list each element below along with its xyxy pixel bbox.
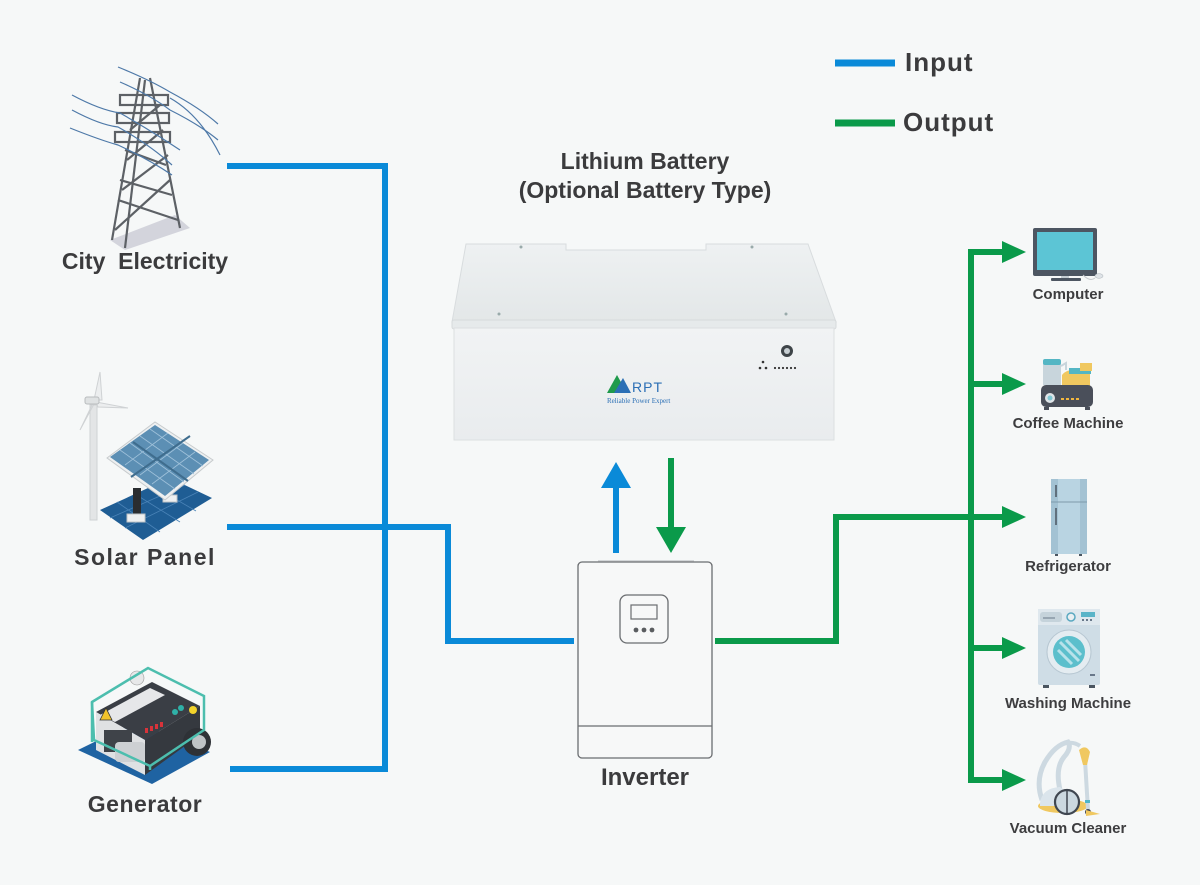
legend-input-label: Input <box>905 47 974 77</box>
washing-machine-icon <box>1038 609 1100 688</box>
arrow-fridge-icon <box>1002 506 1026 528</box>
battery-title-line2: (Optional Battery Type) <box>518 177 772 203</box>
inverter-output-line <box>715 514 1005 644</box>
city-input-line <box>227 163 388 772</box>
solar-panel-wind-turbine-icon <box>79 371 214 540</box>
battery-title: Lithium Battery (Optional Battery Type) <box>505 147 785 205</box>
lithium-battery[interactable]: RPT Reliable Power Expert <box>451 243 837 441</box>
battery-front <box>453 327 835 441</box>
inverter-unit[interactable] <box>577 560 713 759</box>
generator-icon <box>78 666 211 784</box>
rpt-logo-icon <box>607 375 631 393</box>
refrigerator-icon <box>1051 479 1087 556</box>
load-label-computer: Computer <box>1032 286 1104 303</box>
source-label-solar-panel: Solar Panel <box>74 544 216 570</box>
transmission-tower-icon <box>69 66 221 250</box>
solar-input-line <box>227 524 574 644</box>
source-label-city-electricity: City Electricity <box>61 248 229 274</box>
battery-up-arrow-icon <box>601 462 631 488</box>
battery-down-arrow-icon <box>656 527 686 553</box>
battery-brand: RPT <box>632 379 663 395</box>
output-arrowheads <box>1002 241 1026 791</box>
input-wiring <box>227 163 619 772</box>
vacuum-cleaner-icon <box>1036 739 1100 816</box>
inverter-screen <box>630 604 658 620</box>
battery-led-indicators-icon <box>758 360 797 370</box>
battery-top <box>451 243 837 323</box>
inverter-buttons-icon <box>633 627 655 633</box>
output-wiring <box>668 249 1005 783</box>
battery-brand-tagline: Reliable Power Expert <box>607 397 670 405</box>
inverter-label: Inverter <box>600 764 690 791</box>
arrow-washer-icon <box>1002 637 1026 659</box>
arrow-vacuum-icon <box>1002 769 1026 791</box>
load-label-coffee-machine: Coffee Machine <box>1012 415 1124 432</box>
arrow-coffee-icon <box>1002 373 1026 395</box>
source-label-generator: Generator <box>87 791 203 817</box>
load-label-refrigerator: Refrigerator <box>1025 558 1111 575</box>
battery-power-button-icon <box>781 345 793 357</box>
arrow-computer-icon <box>1002 241 1026 263</box>
inverter-body <box>577 561 713 759</box>
coffee-machine-icon <box>1041 359 1093 410</box>
computer-icon <box>1033 228 1104 281</box>
legend-output-label: Output <box>903 107 995 137</box>
load-label-vacuum-cleaner: Vacuum Cleaner <box>1009 820 1127 837</box>
load-label-washing-machine: Washing Machine <box>1004 695 1132 712</box>
battery-title-line1: Lithium Battery <box>560 148 730 174</box>
